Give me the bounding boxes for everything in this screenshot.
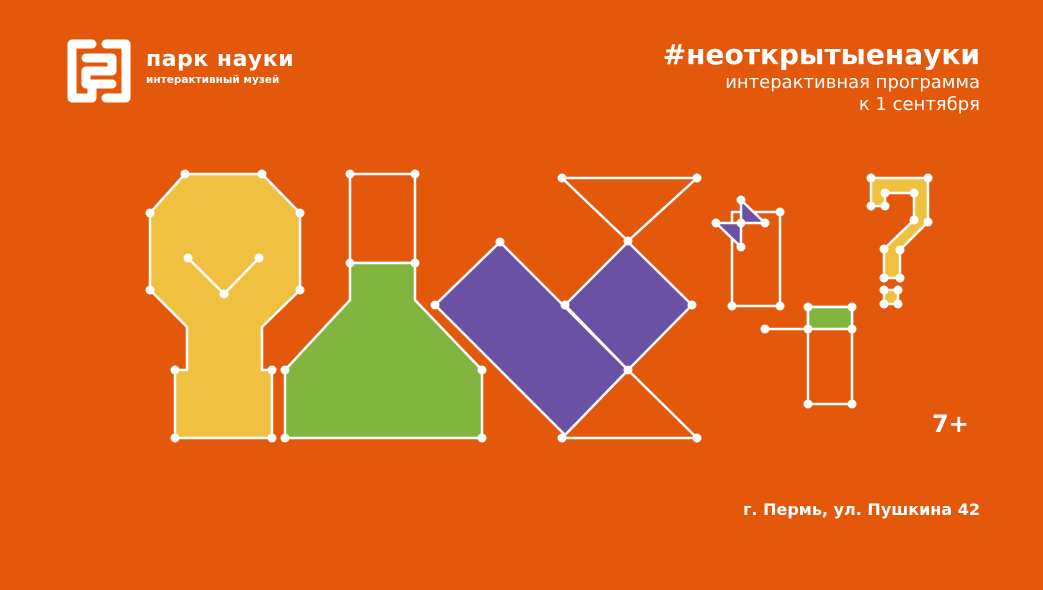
header-info: #неоткрытыенауки интерактивная программа… [663, 38, 980, 116]
question-mark-shape [869, 176, 930, 280]
flask-neck [348, 172, 417, 265]
purple-triangle-2 [714, 221, 743, 249]
question-mark-dot [882, 288, 900, 306]
program-line-1: интерактивная программа [725, 72, 980, 93]
small-rect-1 [730, 210, 782, 308]
purple-triangle-1 [739, 198, 767, 225]
age-rating: 7+ [932, 410, 969, 438]
hashtag: #неоткрытыенауки [662, 38, 980, 71]
green-bar [806, 305, 854, 331]
park-nauki-logo-icon [67, 39, 131, 103]
lightbulb-shape [148, 172, 302, 440]
node-dots [145, 169, 933, 443]
brand-name: парк науки [146, 47, 295, 72]
address: г. Пермь, ул. Пушкина 42 [743, 500, 980, 519]
brand: парк науки интерактивный музей [146, 47, 295, 87]
program-line-2: к 1 сентября [858, 94, 980, 115]
hourglass-top [560, 176, 699, 243]
brand-subtitle: интерактивный музей [146, 74, 280, 86]
